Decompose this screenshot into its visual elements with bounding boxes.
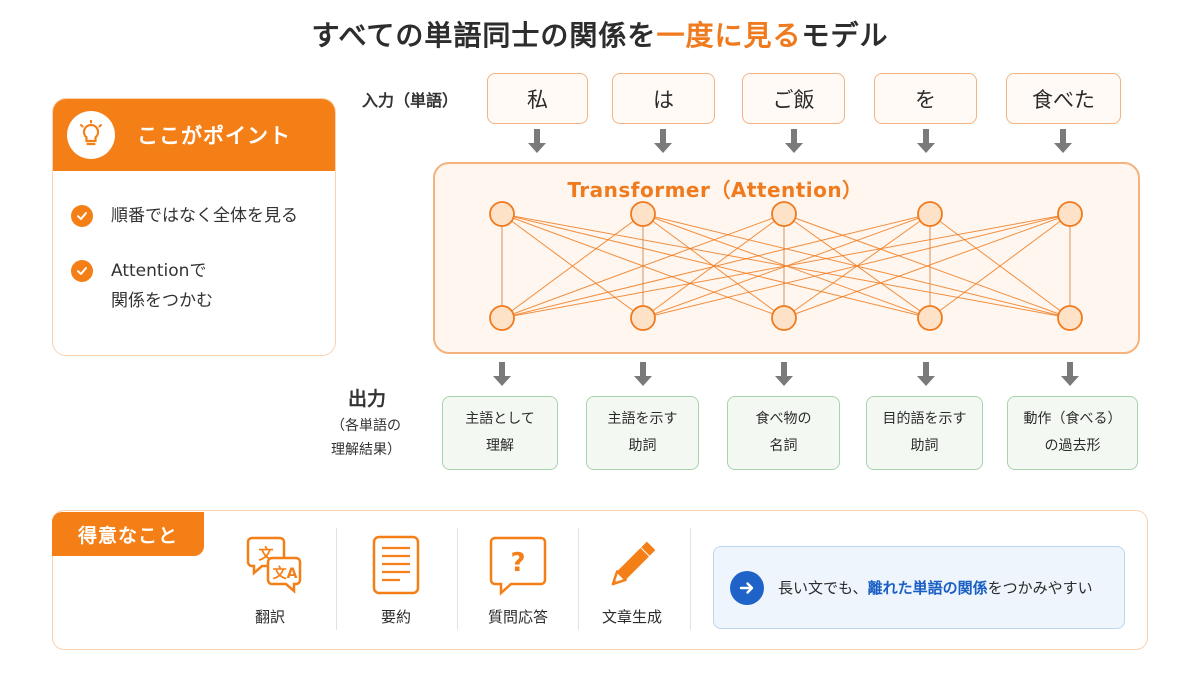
- check-icon: [71, 205, 93, 227]
- feature-label: 文章生成: [601, 608, 662, 626]
- note-text: 長い文でも、離れた単語の関係をつかみやすい: [778, 577, 1093, 598]
- point-item-text: Attentionで 関係をつかむ: [111, 261, 213, 311]
- down-arrow-icon: [493, 362, 511, 386]
- input-label: 入力（単語）: [362, 91, 459, 110]
- strengths-tag: 得意なこと: [52, 512, 204, 556]
- note-box: 長い文でも、離れた単語の関係をつかみやすい: [713, 546, 1125, 629]
- title-part1: すべての単語同士の関係を: [311, 19, 657, 52]
- point-item: Attentionで 関係をつかむ: [71, 256, 213, 316]
- point-title: ここがポイント: [137, 124, 291, 148]
- note-highlight: 離れた単語の関係: [867, 579, 988, 597]
- point-card: ここがポイント 順番ではなく全体を見る Attentionで 関係をつかむ: [52, 98, 336, 356]
- lightbulb-icon: [67, 111, 115, 159]
- down-arrow-icon: [917, 362, 935, 386]
- note-before: 長い文でも、: [778, 579, 868, 597]
- check-icon: [71, 260, 93, 282]
- translate-icon: 文 文A: [220, 534, 320, 598]
- divider: [336, 528, 337, 630]
- point-header: ここがポイント: [53, 99, 335, 171]
- down-arrow-icon: [785, 129, 803, 153]
- question-icon: ?: [468, 534, 568, 600]
- point-item: 順番ではなく全体を見る: [71, 201, 298, 231]
- input-word: 食べた: [1006, 73, 1121, 124]
- svg-text:?: ?: [510, 548, 525, 578]
- svg-text:文A: 文A: [273, 565, 298, 582]
- divider: [457, 528, 458, 630]
- page-title: すべての単語同士の関係を一度に見るモデル: [0, 14, 1200, 54]
- divider: [578, 528, 579, 630]
- down-arrow-icon: [917, 129, 935, 153]
- feature-label: 質問応答: [487, 608, 548, 626]
- input-word: ご飯: [742, 73, 845, 124]
- arrow-right-icon: [730, 570, 764, 605]
- title-highlight: 一度に見る: [656, 19, 802, 52]
- note-after: をつかみやすい: [987, 579, 1093, 597]
- document-icon: [346, 534, 446, 600]
- down-arrow-icon: [634, 362, 652, 386]
- output-box: 目的語を示す 助詞: [866, 396, 983, 470]
- down-arrow-icon: [775, 362, 793, 386]
- output-box: 主語として 理解: [442, 396, 558, 470]
- down-arrow-icon: [1061, 362, 1079, 386]
- feature-label: 翻訳: [254, 608, 285, 626]
- input-word: は: [612, 73, 715, 124]
- output-box: 動作（食べる） の過去形: [1007, 396, 1138, 470]
- output-box: 主語を示す 助詞: [586, 396, 699, 470]
- input-word: を: [874, 73, 977, 124]
- output-label: 出力: [348, 388, 387, 410]
- feature-label: 要約: [380, 608, 411, 626]
- divider: [690, 528, 691, 630]
- down-arrow-icon: [654, 129, 672, 153]
- output-box: 食べ物の 名詞: [727, 396, 840, 470]
- output-sublabel: （各単語の 理解結果）: [331, 418, 401, 458]
- down-arrow-icon: [528, 129, 546, 153]
- input-word: 私: [487, 73, 588, 124]
- title-part2: モデル: [801, 19, 889, 52]
- point-item-text: 順番ではなく全体を見る: [111, 206, 298, 226]
- pencil-icon: [582, 534, 682, 600]
- transformer-label: Transformer（Attention）: [567, 178, 863, 202]
- down-arrow-icon: [1054, 129, 1072, 153]
